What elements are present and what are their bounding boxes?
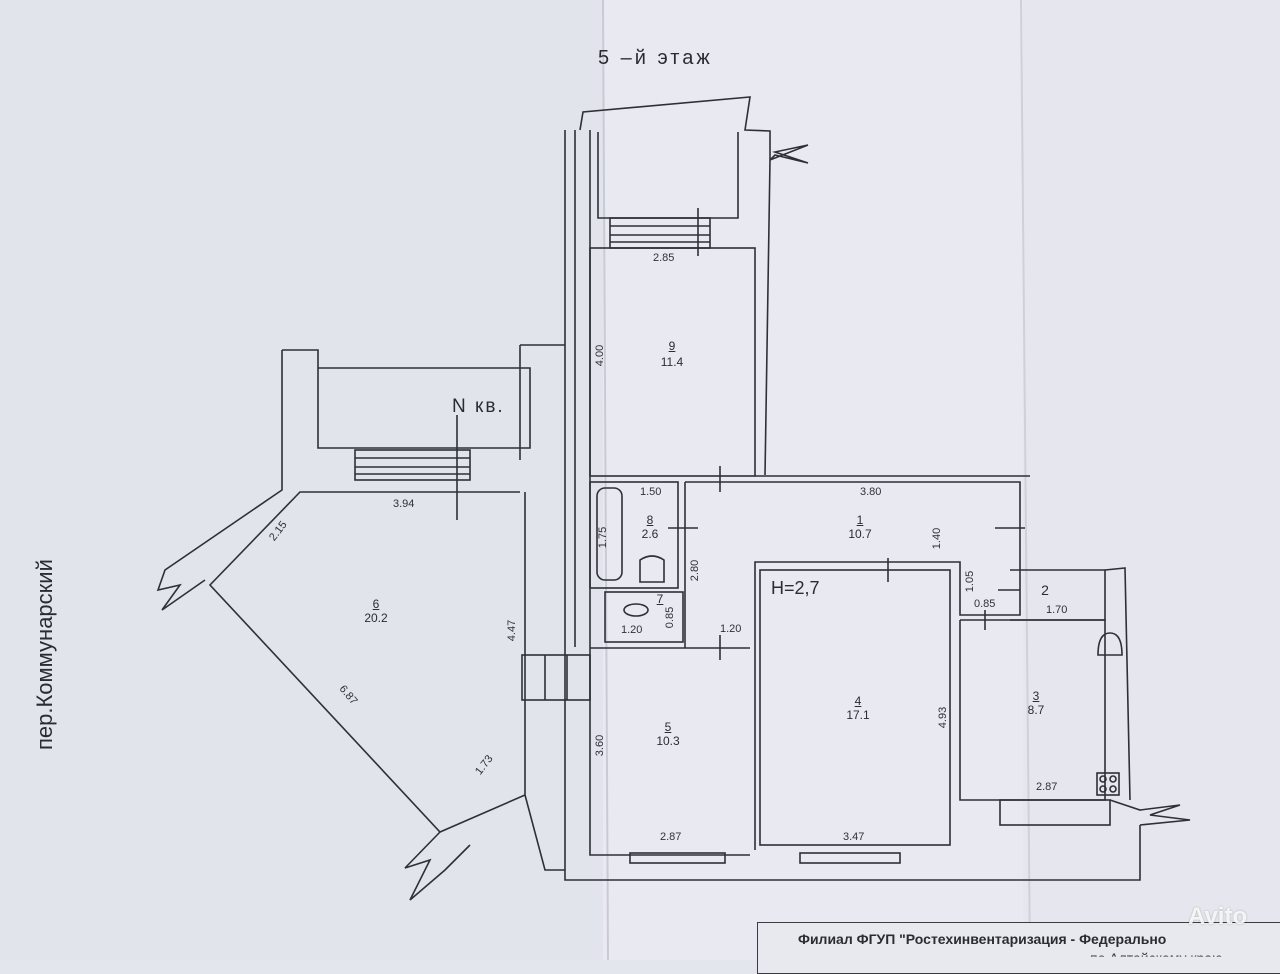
room-9-number: 9 <box>668 339 676 353</box>
dimension-label: 0.85 <box>974 598 996 610</box>
room-2-number: 2 <box>1041 582 1049 598</box>
room-6-walls <box>208 491 526 833</box>
room-5-number: 5 <box>664 720 672 734</box>
room-6-number: 6 <box>372 597 380 611</box>
dimension-label: 1.20 <box>720 623 742 635</box>
organization-stamp-line2: по Алтайскому краю <box>1090 951 1223 957</box>
room-5-area: 10.3 <box>656 734 680 748</box>
dimension-label: 2.87 <box>1036 781 1058 793</box>
dimension-label: 2.87 <box>660 831 682 843</box>
room-1-number: 1 <box>856 513 864 527</box>
dimension-label: 0.85 <box>664 606 677 629</box>
room-8-number: 8 <box>646 513 654 527</box>
room-5-walls <box>589 650 750 856</box>
apartment-marker: N кв. <box>452 396 505 417</box>
dimension-label: 3.60 <box>594 734 607 757</box>
room-7-walls <box>604 591 684 643</box>
room-1-walls <box>685 481 1021 850</box>
room-4-number: 4 <box>854 694 862 708</box>
room-3-area: 8.7 <box>1027 703 1045 717</box>
room-1-area: 10.7 <box>848 527 872 541</box>
dimension-label: 3.94 <box>393 498 415 510</box>
room-4-area: 17.1 <box>846 708 870 722</box>
room-9-walls <box>589 247 756 477</box>
dimension-label: 4.47 <box>506 619 519 642</box>
top-balcony <box>579 96 809 476</box>
dimension-label: 3.47 <box>843 831 865 843</box>
room-6-area: 20.2 <box>364 611 388 625</box>
room-9-area: 11.4 <box>660 355 684 369</box>
watermark: Avito <box>1188 903 1248 930</box>
room-7-number: 7 <box>656 592 664 606</box>
dimension-label: 1.75 <box>597 526 610 549</box>
dimension-label: 3.80 <box>860 486 882 498</box>
organization-stamp: Филиал ФГУП "Ростехинвентаризация - Феде… <box>798 931 1167 947</box>
dimension-label: 1.05 <box>964 570 977 593</box>
ceiling-height-label: Н=2,7 <box>771 578 820 598</box>
dimension-label: 2.80 <box>689 559 702 582</box>
dimension-label: 1.70 <box>1046 604 1068 616</box>
dimension-label: 1.40 <box>931 527 944 550</box>
room-3-number: 3 <box>1032 689 1040 703</box>
dimension-label: 4.00 <box>594 344 607 367</box>
dimension-label: 2.85 <box>653 252 675 264</box>
room-8-walls <box>589 481 679 589</box>
street-label: пер.Коммунарский <box>32 559 57 750</box>
outer-wall <box>564 130 1141 881</box>
dimension-label: 1.50 <box>640 486 662 498</box>
dimension-label: 4.93 <box>937 706 950 729</box>
dimension-label: 1.20 <box>621 624 643 636</box>
room-4-walls <box>759 569 951 846</box>
room-8-area: 2.6 <box>641 527 659 541</box>
floor-title: 5 –й этаж <box>598 47 713 69</box>
